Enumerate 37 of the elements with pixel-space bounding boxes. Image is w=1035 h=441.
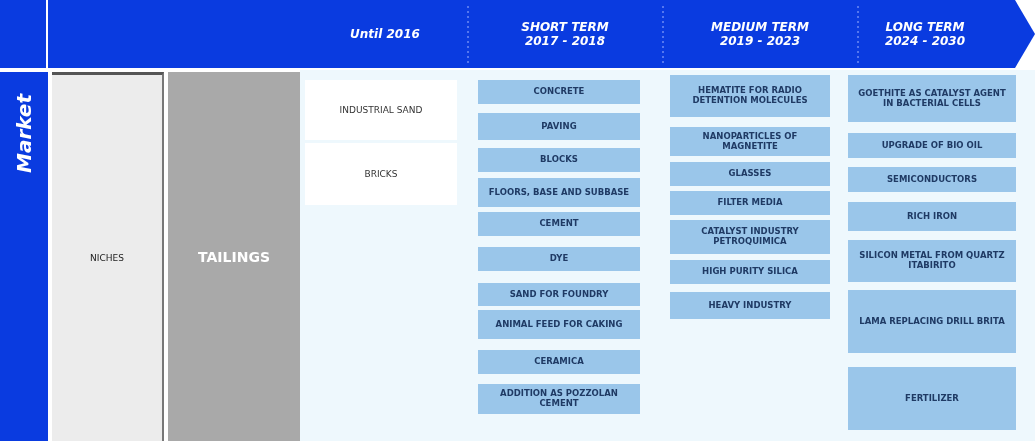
application-box: GLASSES: [670, 162, 830, 186]
application-box: SAND FOR FOUNDRY: [478, 283, 640, 306]
niche-column: NICHES: [52, 72, 164, 441]
application-box: RICH IRON: [848, 202, 1016, 231]
application-box: PAVING: [478, 113, 640, 140]
application-box: SILICON METAL FROM QUARTZ ITABIRITO: [848, 240, 1016, 282]
tailings-column: TAILINGS: [168, 72, 300, 441]
period-title: MEDIUM TERM: [711, 21, 809, 35]
application-box: CONCRETE: [478, 80, 640, 104]
period-title: LONG TERM: [885, 21, 965, 35]
application-box: UPGRADE OF BIO OIL: [848, 133, 1016, 158]
application-box: BRICKS: [305, 143, 457, 205]
application-box: CERAMICA: [478, 350, 640, 374]
period-title: Until 2016: [350, 28, 420, 42]
application-box: GOETHITE AS CATALYST AGENT IN BACTERIAL CELLS: [848, 75, 1016, 122]
application-box: INDUSTRIAL SAND: [305, 80, 457, 140]
application-box: HEAVY INDUSTRY: [670, 292, 830, 319]
application-box: LAMA REPLACING DRILL BRITA: [848, 290, 1016, 353]
period-years: 2024 - 2030: [884, 35, 966, 49]
application-box: FLOORS, BASE AND SUBBASE: [478, 178, 640, 207]
period-years: 2017 - 2018: [524, 35, 606, 49]
period-title: SHORT TERM: [521, 21, 609, 35]
application-box: HIGH PURITY SILICA: [670, 260, 830, 284]
application-box: ANIMAL FEED FOR CAKING: [478, 310, 640, 339]
application-box: NANOPARTICLES OF MAGNETITE: [670, 127, 830, 156]
application-box: ADDITION AS POZZOLAN CEMENT: [478, 384, 640, 414]
application-box: BLOCKS: [478, 148, 640, 172]
application-box: FILTER MEDIA: [670, 191, 830, 215]
market-band: Market: [0, 72, 48, 441]
application-box: DYE: [478, 247, 640, 271]
application-box: CATALYST INDUSTRY PETROQUIMICA: [670, 220, 830, 254]
application-box: CEMENT: [478, 212, 640, 236]
application-box: SEMICONDUCTORS: [848, 167, 1016, 192]
timeline-arrow-band: [48, 0, 1035, 68]
application-box: FERTILIZER: [848, 367, 1016, 430]
period-years: 2019 - 2023: [719, 35, 801, 49]
application-box: HEMATITE FOR RADIO DETENTION MOLECULES: [670, 75, 830, 117]
